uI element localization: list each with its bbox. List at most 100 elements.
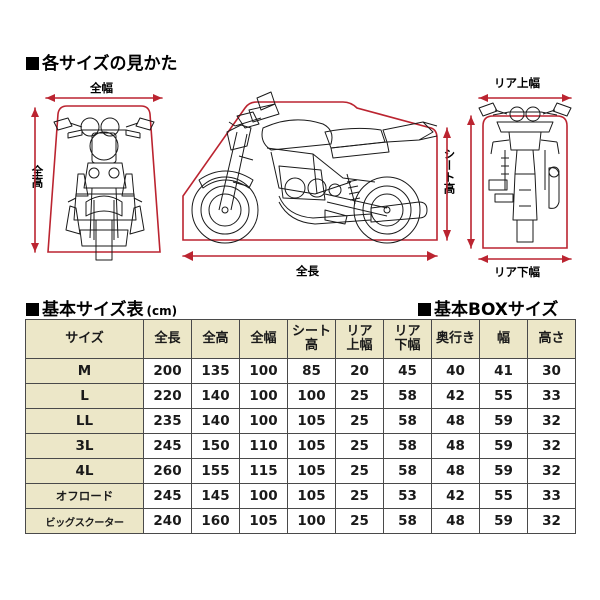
cell-length: 245 [143,483,192,509]
rear-view-lower-width-label: リア下幅 [494,265,540,279]
cell-rear_lower: 58 [383,508,432,534]
cell-height: 140 [191,383,240,409]
table-header: サイズ全長全高全幅シート高リア上幅リア下幅奥行き幅高さ [25,319,576,359]
front-view-illustration [31,94,163,261]
row-header-size: LL [25,408,144,434]
cell-length: 260 [143,458,192,484]
cell-rear_lower: 53 [383,483,432,509]
cell-box_width: 59 [479,408,528,434]
front-view-height-label: 全高 [30,165,45,188]
cell-height: 160 [191,508,240,534]
cell-box_width: 55 [479,483,528,509]
cell-box_depth: 48 [431,433,480,459]
cell-height: 145 [191,483,240,509]
cell-rear_upper: 25 [335,433,384,459]
bullet-square-icon-3 [418,303,431,316]
heading-how-to-read-sizes: 各サイズの見かた [26,49,178,74]
cell-box_depth: 40 [431,358,480,384]
column-header-length: 全長 [143,319,192,359]
cell-box_height: 33 [527,483,576,509]
cell-rear_lower: 58 [383,433,432,459]
column-header-box_height: 高さ [527,319,576,359]
cell-box_height: 32 [527,458,576,484]
cell-length: 245 [143,433,192,459]
bullet-square-icon [26,57,39,70]
cell-rear_lower: 58 [383,458,432,484]
cell-box_height: 32 [527,433,576,459]
column-header-size: サイズ [25,319,144,359]
cell-rear_upper: 20 [335,358,384,384]
cell-seat_height: 105 [287,458,336,484]
column-header-width: 全幅 [239,319,288,359]
cell-box_height: 32 [527,408,576,434]
cell-rear_upper: 25 [335,458,384,484]
cell-rear_upper: 25 [335,483,384,509]
cell-length: 240 [143,508,192,534]
side-view-seat-height-label: シート高 [442,148,457,194]
row-header-size: ビッグスクーター [25,508,144,534]
cell-width: 110 [239,433,288,459]
table-header-row: サイズ全長全高全幅シート高リア上幅リア下幅奥行き幅高さ [25,319,576,359]
cell-seat_height: 105 [287,433,336,459]
cell-width: 100 [239,358,288,384]
cell-length: 235 [143,408,192,434]
rear-view-illustration [467,94,572,263]
cell-box_width: 41 [479,358,528,384]
size-table-unit: (cm) [146,304,178,318]
heading-size-table: 基本サイズ表(cm) [26,295,177,320]
cell-box_depth: 48 [431,408,480,434]
heading-size-table-label: 基本サイズ表 [42,300,144,320]
heading-howto-label: 各サイズの見かた [42,54,178,74]
column-header-rear_upper: リア上幅 [335,319,384,359]
bullet-square-icon-2 [26,303,39,316]
cell-rear_upper: 25 [335,508,384,534]
row-header-size: オフロード [25,483,144,509]
heading-box-size: 基本BOXサイズ [418,295,558,320]
cell-rear_lower: 58 [383,408,432,434]
heading-box-size-label: 基本BOXサイズ [434,300,559,320]
cell-width: 115 [239,458,288,484]
cell-box_depth: 48 [431,508,480,534]
cell-box_depth: 48 [431,458,480,484]
row-header-size: 3L [25,433,144,459]
column-header-height: 全高 [191,319,240,359]
front-view-width-label: 全幅 [90,81,113,95]
cell-box_depth: 42 [431,483,480,509]
cell-box_height: 30 [527,358,576,384]
cell-seat_height: 105 [287,408,336,434]
cell-seat_height: 100 [287,383,336,409]
cell-seat_height: 85 [287,358,336,384]
cell-box_width: 55 [479,383,528,409]
cell-seat_height: 105 [287,483,336,509]
cell-height: 135 [191,358,240,384]
cell-box_height: 32 [527,508,576,534]
cell-length: 200 [143,358,192,384]
cell-rear_upper: 25 [335,383,384,409]
cell-box_height: 33 [527,383,576,409]
rear-view-upper-width-label: リア上幅 [494,76,540,90]
row-header-size: L [25,383,144,409]
cell-box_width: 59 [479,508,528,534]
row-header-size: 4L [25,458,144,484]
column-header-box_depth: 奥行き [431,319,480,359]
size-diagram: 全幅 全高 [0,70,600,285]
side-view-illustration [182,91,451,261]
cell-rear_lower: 45 [383,358,432,384]
cell-width: 100 [239,383,288,409]
row-header-size: M [25,358,144,384]
column-header-seat_height: シート高 [287,319,336,359]
side-view-length-label: 全長 [296,264,319,278]
cell-rear_lower: 58 [383,383,432,409]
cell-box_width: 59 [479,433,528,459]
cell-width: 100 [239,483,288,509]
cell-width: 105 [239,508,288,534]
column-header-box_width: 幅 [479,319,528,359]
